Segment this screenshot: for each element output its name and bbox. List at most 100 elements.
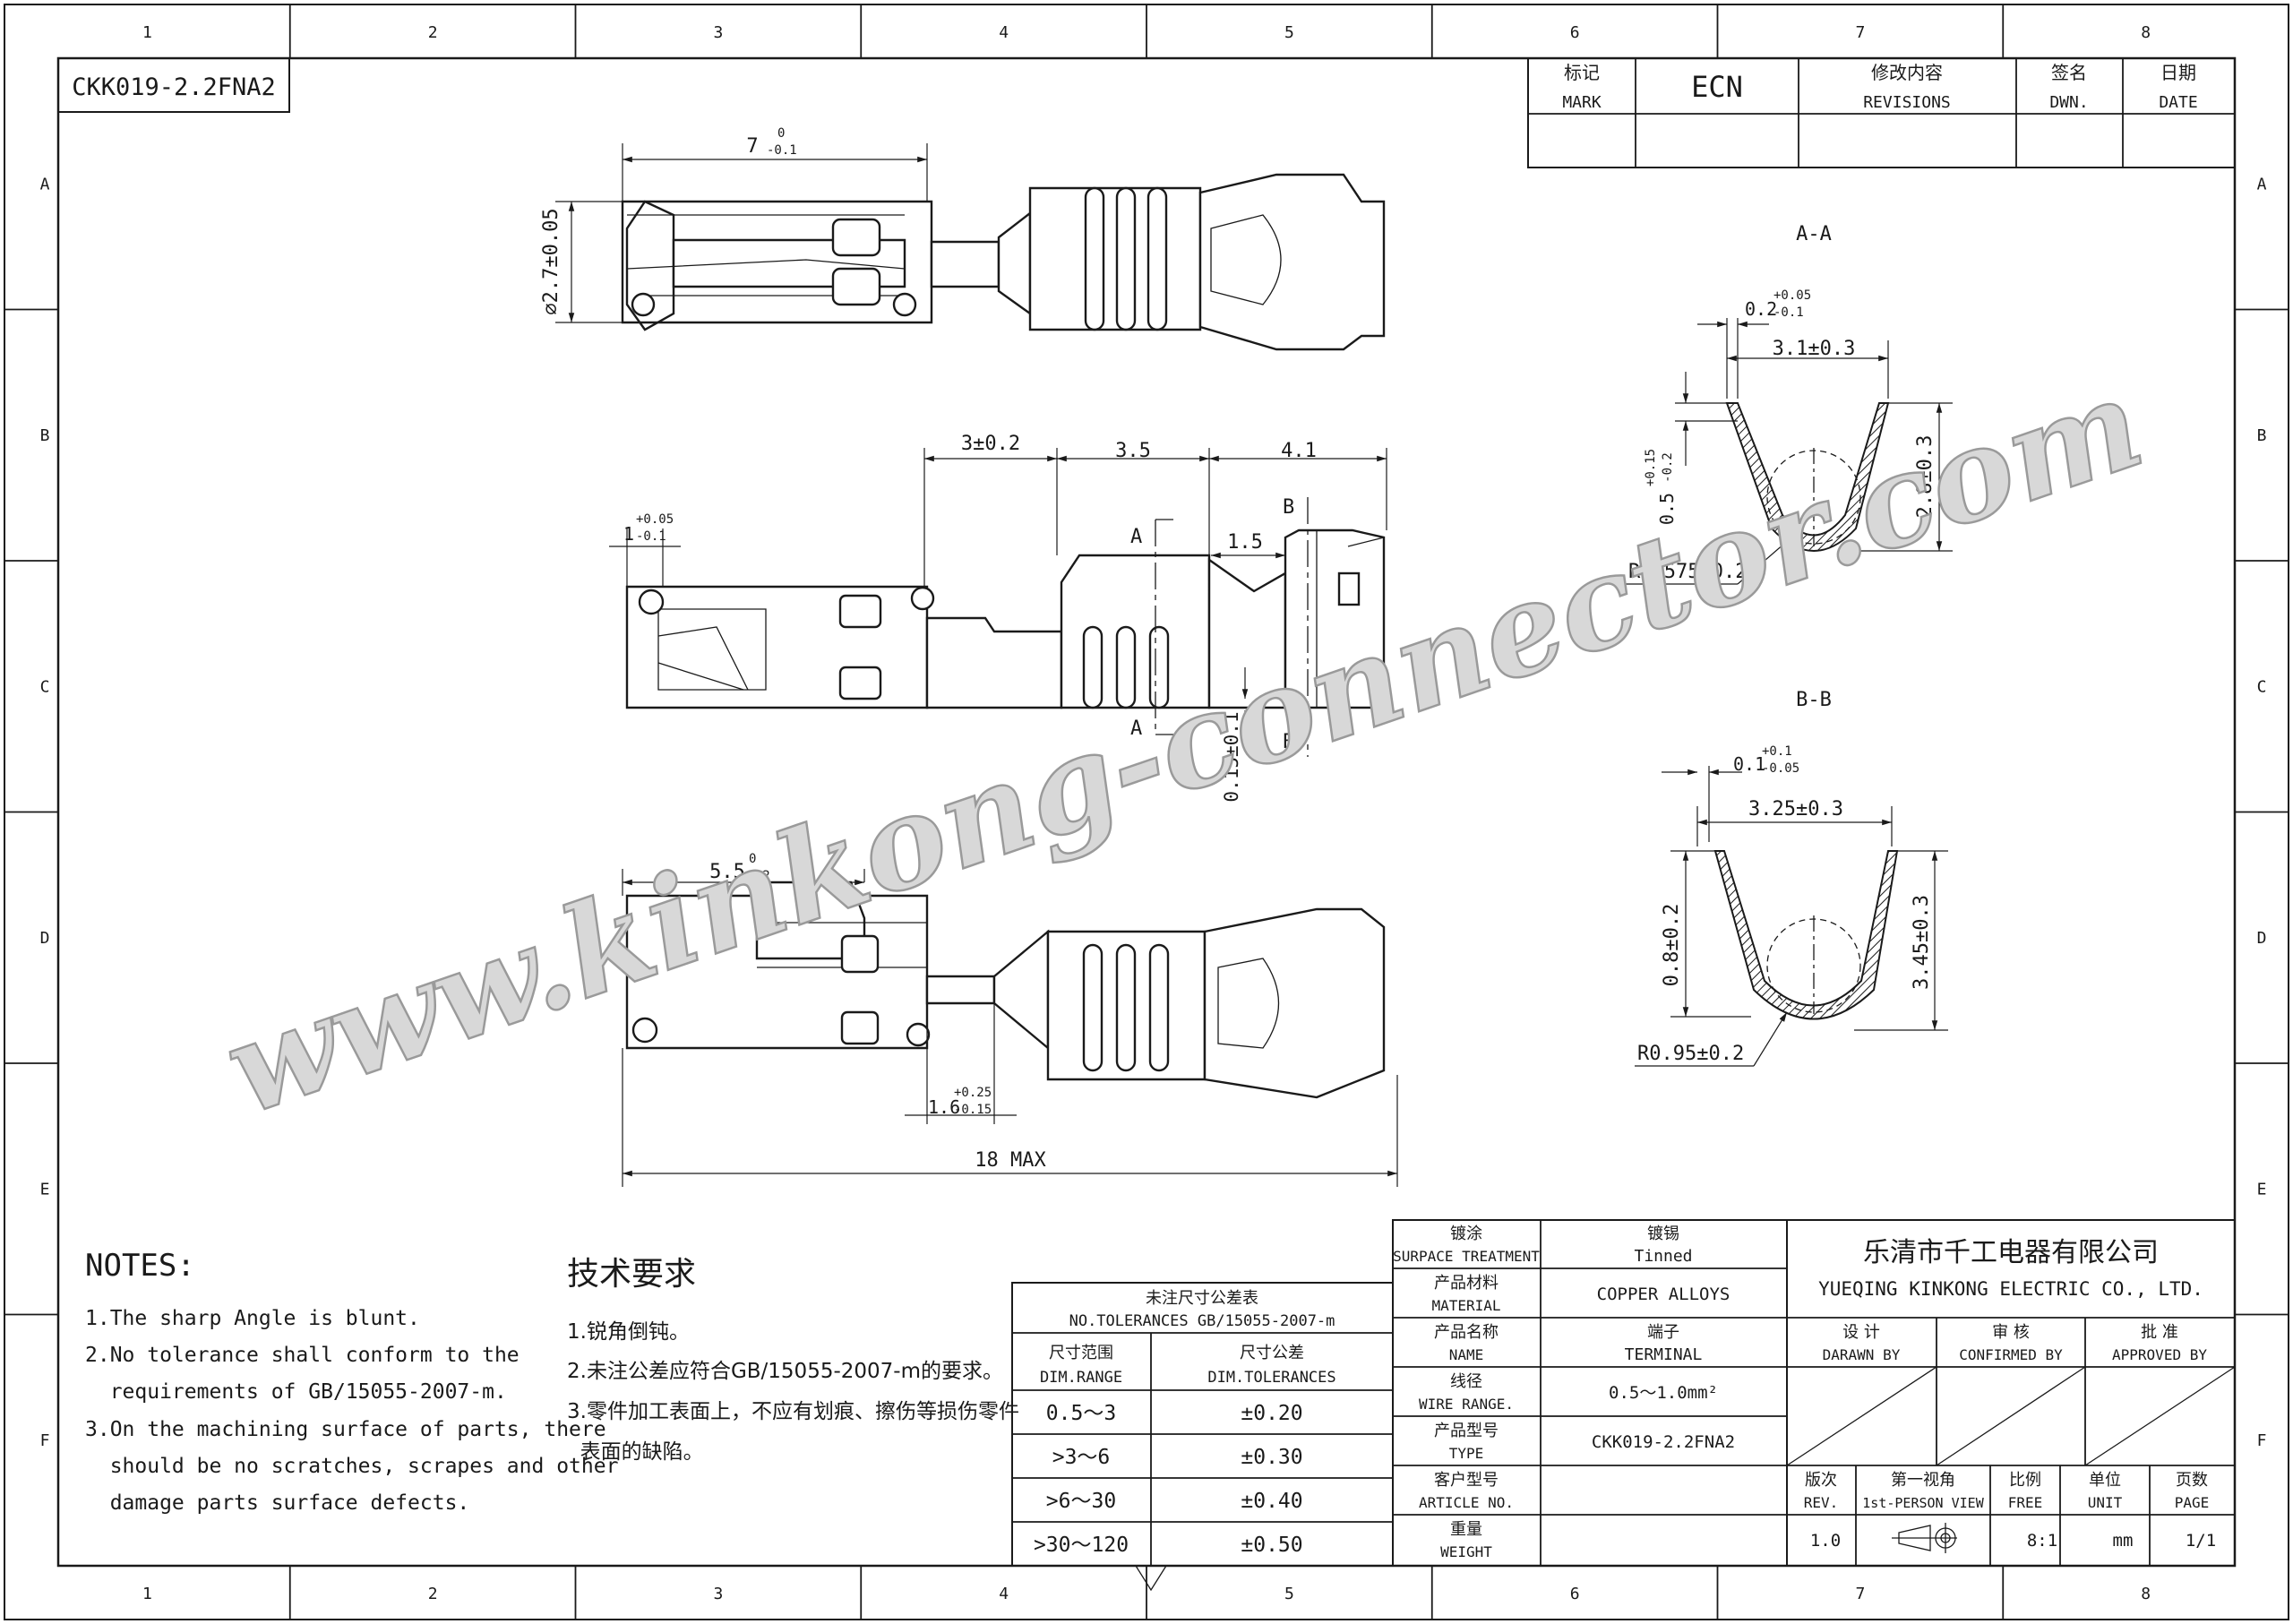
svg-text:DIM.RANGE: DIM.RANGE — [1040, 1369, 1122, 1387]
section-mark-a-bottom: A — [1130, 717, 1142, 740]
svg-text:MATERIAL: MATERIAL — [1431, 1297, 1500, 1314]
svg-text:-0.05: -0.05 — [1762, 761, 1799, 776]
svg-text:-0.2: -0.2 — [1661, 452, 1675, 483]
svg-text:3.On the machining surface of: 3.On the machining surface of parts, the… — [85, 1418, 606, 1441]
svg-text:R0.95±0.2: R0.95±0.2 — [1637, 1043, 1744, 1065]
svg-text:WEIGHT: WEIGHT — [1440, 1543, 1492, 1560]
svg-text:审 核: 审 核 — [1992, 1323, 2030, 1342]
zone-row-label-right: A — [2257, 175, 2267, 193]
svg-text:产品型号: 产品型号 — [1434, 1422, 1499, 1440]
svg-text:版次: 版次 — [1805, 1471, 1837, 1490]
svg-text:0: 0 — [749, 852, 756, 866]
svg-text:0: 0 — [777, 126, 785, 141]
svg-text:should be no scratches, scrape: should be no scratches, scrapes and othe… — [85, 1455, 618, 1478]
svg-text:>3～6: >3～6 — [1052, 1446, 1111, 1469]
svg-text:UNIT: UNIT — [2088, 1494, 2123, 1511]
svg-text:单位: 单位 — [2089, 1471, 2121, 1490]
zone-row-label-right: F — [2257, 1431, 2267, 1450]
svg-text:Tinned: Tinned — [1634, 1247, 1692, 1266]
svg-text:比例: 比例 — [2009, 1471, 2041, 1490]
section-aa-title: A-A — [1796, 223, 1832, 245]
company-name-en: YUEQING KINKONG ELECTRIC CO., LTD. — [1818, 1278, 2203, 1300]
svg-text:TYPE: TYPE — [1449, 1445, 1484, 1462]
svg-text:-0.1: -0.1 — [1773, 305, 1804, 320]
svg-text:1.锐角倒钝。: 1.锐角倒钝。 — [567, 1320, 690, 1344]
svg-text:0.5～3: 0.5～3 — [1046, 1402, 1116, 1425]
svg-text:ARTICLE NO.: ARTICLE NO. — [1419, 1494, 1514, 1511]
svg-text:尺寸范围: 尺寸范围 — [1049, 1344, 1113, 1362]
svg-text:-0.15: -0.15 — [954, 1103, 992, 1117]
svg-text:-0.2: -0.2 — [740, 869, 770, 883]
rev-value: 1.0 — [1810, 1531, 1841, 1551]
svg-text:镀涂: 镀涂 — [1450, 1224, 1482, 1243]
svg-text:NAME: NAME — [1449, 1346, 1484, 1363]
svg-text:⌀2.7±0.05: ⌀2.7±0.05 — [540, 208, 563, 314]
zone-row-label-right: C — [2257, 677, 2267, 696]
svg-text:damage parts surface defects.: damage parts surface defects. — [85, 1491, 469, 1515]
svg-text:镀锡: 镀锡 — [1647, 1224, 1679, 1243]
svg-text:2.No tolerance shall conform t: 2.No tolerance shall conform to the — [85, 1344, 520, 1367]
svg-text:FREE: FREE — [2008, 1494, 2043, 1511]
svg-text:批 准: 批 准 — [2141, 1323, 2178, 1342]
rev-header-date-en: DATE — [2159, 93, 2197, 112]
svg-text:客户型号: 客户型号 — [1434, 1471, 1499, 1490]
svg-text:设 计: 设 计 — [1842, 1323, 1880, 1342]
svg-text:第一视角: 第一视角 — [1891, 1471, 1955, 1490]
zone-row-label-left: A — [40, 175, 50, 193]
zone-col-label-top: 2 — [428, 23, 438, 42]
svg-text:PAGE: PAGE — [2175, 1494, 2210, 1511]
svg-text:7: 7 — [746, 135, 758, 158]
zone-col-label-bottom: 7 — [1855, 1585, 1865, 1603]
zone-col-label-top: 3 — [713, 23, 723, 42]
origin-arrow-mark — [1135, 1565, 1167, 1592]
svg-text:CONFIRMED BY: CONFIRMED BY — [1959, 1346, 2063, 1363]
zone-row-label-left: C — [40, 677, 50, 696]
svg-text:2.8±0.3: 2.8±0.3 — [1914, 435, 1937, 519]
rev-header-revisions-zh: 修改内容 — [1871, 62, 1943, 83]
section-b-b: B-B 3.25±0.3 0.1 +0.1 -0.05 3.45±0.3 0.8… — [1635, 689, 1948, 1067]
svg-text:0.5: 0.5 — [1656, 493, 1678, 525]
rev-header-mark-en: MARK — [1562, 93, 1602, 112]
zone-col-label-top: 1 — [142, 23, 152, 42]
top-view — [621, 173, 1386, 351]
svg-text:COPPER ALLOYS: COPPER ALLOYS — [1597, 1285, 1730, 1304]
zone-row-label-left: B — [40, 426, 50, 445]
first-angle-projection-icon — [1892, 1523, 1957, 1553]
notes-english: NOTES: 1.The sharp Angle is blunt. 2.No … — [85, 1248, 618, 1515]
svg-text:DARAWN BY: DARAWN BY — [1823, 1346, 1901, 1363]
svg-text:重量: 重量 — [1450, 1520, 1482, 1539]
svg-text:+0.05: +0.05 — [1773, 288, 1811, 303]
title-block: 乐清市千工电器有限公司 YUEQING KINKONG ELECTRIC CO.… — [1786, 1219, 2236, 1567]
svg-text:尺寸公差: 尺寸公差 — [1240, 1344, 1304, 1362]
rev-header-revisions-en: REVISIONS — [1863, 93, 1951, 112]
svg-text:WIRE RANGE.: WIRE RANGE. — [1419, 1396, 1514, 1413]
bottom-view — [625, 881, 1386, 1099]
svg-text:18 MAX: 18 MAX — [975, 1149, 1046, 1172]
zone-col-label-top: 6 — [1570, 23, 1580, 42]
svg-text:-0.1: -0.1 — [767, 143, 797, 158]
spec-table: 镀涂 SURPACE TREATMENT 镀锡 Tinned 产品材料 MATE… — [1392, 1219, 1788, 1567]
zone-row-label-right: B — [2257, 426, 2267, 445]
svg-text:0.15±0.1: 0.15±0.1 — [1221, 711, 1242, 802]
svg-text:0.1: 0.1 — [1733, 753, 1765, 775]
svg-text:>6～30: >6～30 — [1046, 1490, 1116, 1513]
svg-text:+0.25: +0.25 — [954, 1086, 992, 1100]
svg-text:3.25±0.3: 3.25±0.3 — [1748, 798, 1843, 821]
svg-text:5.5: 5.5 — [709, 861, 745, 883]
zone-col-label-bottom: 2 — [428, 1585, 438, 1603]
svg-text:+0.15: +0.15 — [1644, 449, 1658, 486]
svg-text:3.1±0.3: 3.1±0.3 — [1773, 338, 1856, 360]
zone-col-label-top: 4 — [999, 23, 1009, 42]
zone-col-label-bottom: 4 — [999, 1585, 1009, 1603]
svg-text:CKK019-2.2FNA2: CKK019-2.2FNA2 — [1592, 1432, 1735, 1452]
svg-text:端子: 端子 — [1647, 1323, 1679, 1342]
side-view — [625, 528, 1386, 709]
svg-text:APPROVED BY: APPROVED BY — [2112, 1346, 2207, 1363]
svg-text:±0.30: ±0.30 — [1241, 1446, 1302, 1469]
zone-col-label-bottom: 6 — [1570, 1585, 1580, 1603]
side-view-dims: 3±0.2 3.5 4.1 1.5 1 +0.05 -0.1 A A B B 0… — [609, 433, 1387, 803]
